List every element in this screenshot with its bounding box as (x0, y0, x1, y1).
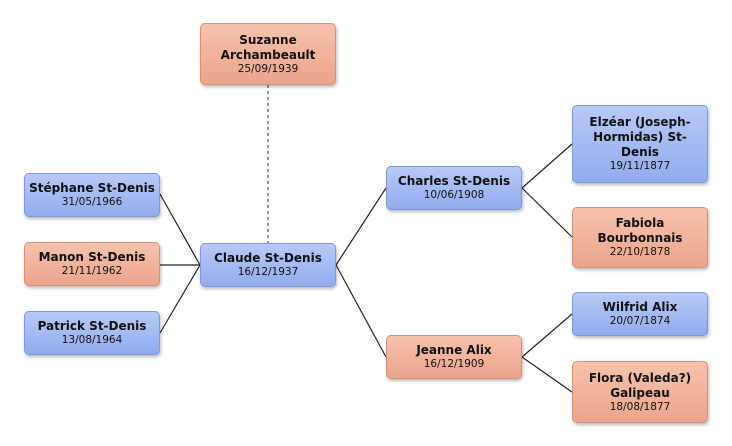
person-node-fabiola[interactable]: Fabiola Bourbonnais 22/10/1878 (572, 207, 708, 268)
person-node-wilfrid[interactable]: Wilfrid Alix 20/07/1874 (572, 292, 708, 336)
person-node-manon[interactable]: Manon St-Denis 21/11/1962 (24, 242, 160, 286)
person-birth-date: 13/08/1964 (61, 334, 123, 346)
person-birth-date: 18/08/1877 (609, 400, 671, 413)
person-name: Jeanne Alix (416, 343, 492, 357)
child-connector-patrick (159, 264, 201, 334)
person-node-suzanne[interactable]: Suzanne Archambeault 25/09/1939 (200, 23, 336, 85)
person-birth-date: 31/05/1966 (61, 196, 123, 208)
person-name: Fabiola Bourbonnais (597, 216, 683, 245)
parent-connector-elzear (521, 143, 573, 189)
person-name: Stéphane St-Denis (29, 181, 155, 195)
parent-connector-jeanne (335, 264, 387, 358)
person-node-stephane[interactable]: Stéphane St-Denis 31/05/1966 (24, 173, 160, 217)
person-birth-date: 16/12/1937 (237, 266, 299, 278)
person-birth-date: 19/11/1877 (609, 160, 671, 172)
person-birth-date: 16/12/1909 (423, 358, 485, 370)
parent-connector-flora (521, 356, 573, 393)
person-node-jeanne[interactable]: Jeanne Alix 16/12/1909 (386, 335, 522, 379)
person-name: Charles St-Denis (397, 174, 511, 188)
person-birth-date: 20/07/1874 (609, 315, 671, 327)
person-birth-date: 22/10/1878 (609, 246, 671, 258)
person-birth-date: 10/06/1908 (423, 189, 485, 201)
person-node-flora[interactable]: Flora (Valeda?) Galipeau 18/08/1877 (572, 361, 708, 423)
parent-connector-wilfrid (521, 313, 573, 358)
person-name: Wilfrid Alix (602, 300, 678, 314)
person-birth-date: 21/11/1962 (61, 265, 123, 277)
person-birth-date: 25/09/1939 (237, 62, 299, 75)
person-node-claude[interactable]: Claude St-Denis 16/12/1937 (200, 243, 336, 287)
parent-connector-charles (335, 187, 387, 266)
person-node-elzear[interactable]: Elzéar (Joseph-Hormidas) St-Denis 19/11/… (572, 105, 708, 183)
person-node-patrick[interactable]: Patrick St-Denis 13/08/1964 (24, 311, 160, 355)
child-connector-stephane (159, 193, 201, 266)
person-name: Manon St-Denis (38, 250, 146, 264)
person-name: Claude St-Denis (214, 251, 322, 265)
person-name: Patrick St-Denis (37, 319, 147, 333)
person-name: Suzanne Archambeault (220, 32, 316, 62)
person-name: Flora (Valeda?) Galipeau (588, 370, 692, 400)
parent-connector-fabiola (521, 187, 573, 238)
person-name: Elzéar (Joseph-Hormidas) St-Denis (589, 115, 691, 159)
person-node-charles[interactable]: Charles St-Denis 10/06/1908 (386, 166, 522, 210)
